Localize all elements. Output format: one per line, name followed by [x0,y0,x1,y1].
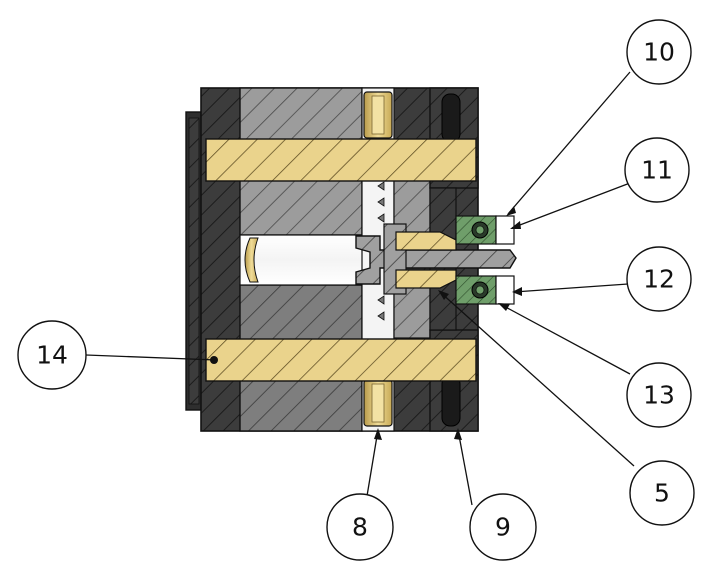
brass-bushing [395,231,457,289]
balloon-11: 11 [624,137,690,203]
bottom-brass-spacer [363,379,393,427]
balloon-13-label: 13 [643,381,675,410]
balloon-12-label: 12 [643,265,675,294]
balloon-14: 14 [17,320,87,390]
lower-tie-rod [205,338,477,382]
top-o-ring [441,93,461,143]
balloon-12: 12 [626,246,692,312]
top-brass-spacer [363,91,393,139]
balloon-8: 8 [326,493,394,561]
balloon-8-label: 8 [352,513,368,542]
upper-tie-rod [205,138,477,182]
balloon-11-label: 11 [641,156,673,185]
balloon-10: 10 [626,19,692,85]
balloon-10-label: 10 [643,38,675,67]
center-bore [239,234,365,286]
cover-plate [185,111,203,411]
bottom-o-ring [441,375,461,427]
balloon-13: 13 [626,362,692,428]
balloon-14-label: 14 [36,341,68,370]
balloon-9-label: 9 [495,513,511,542]
leader-lines [85,71,635,506]
balloon-5: 5 [629,460,695,526]
retaining-ring [495,215,515,305]
upper-bearing [455,215,497,245]
balloon-9: 9 [469,493,537,561]
lower-bearing [455,275,497,305]
balloon-5-label: 5 [654,479,670,508]
